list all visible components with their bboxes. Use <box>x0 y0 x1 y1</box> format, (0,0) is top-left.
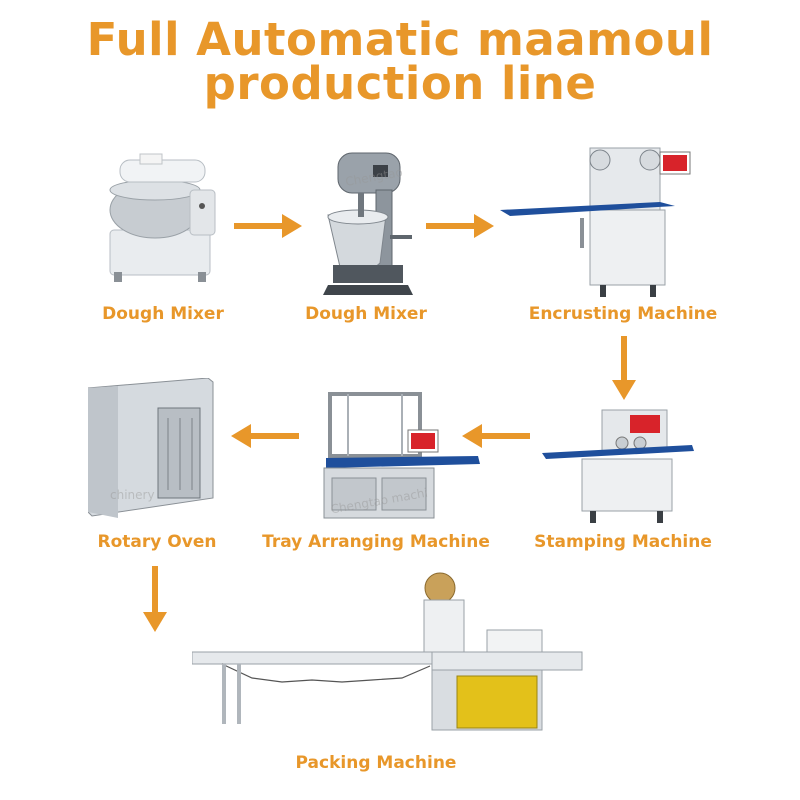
watermark-text: chinery <box>110 488 155 502</box>
spiral-dough-mixer-icon <box>100 150 225 285</box>
arrow-right-1 <box>234 214 302 238</box>
label-packing-machine: Packing Machine <box>295 753 457 773</box>
arrow-right-2 <box>426 214 494 238</box>
rotary-oven-icon <box>88 378 223 523</box>
flow-packing-machine-icon <box>192 570 587 735</box>
title-line-1: Full Automatic maamoul <box>86 13 714 66</box>
label-encrusting-machine: Encrusting Machine <box>528 304 718 324</box>
label-dough-mixer-2: Dough Mixer <box>305 304 427 324</box>
label-rotary-oven: Rotary Oven <box>97 532 217 552</box>
label-stamping-machine: Stamping Machine <box>534 532 712 552</box>
planetary-mixer-icon <box>318 145 418 300</box>
tray-arranging-machine-icon <box>318 392 488 522</box>
label-dough-mixer-1: Dough Mixer <box>102 304 224 324</box>
arrow-down-2 <box>143 566 167 632</box>
arrow-left-2 <box>231 424 299 448</box>
encrusting-machine-icon <box>500 140 700 300</box>
arrow-down-1 <box>612 336 636 400</box>
stamping-machine-icon <box>542 405 697 525</box>
arrow-left-1 <box>462 424 530 448</box>
label-tray-arranging-machine: Tray Arranging Machine <box>262 532 490 552</box>
title-line-2: production line <box>203 57 597 110</box>
